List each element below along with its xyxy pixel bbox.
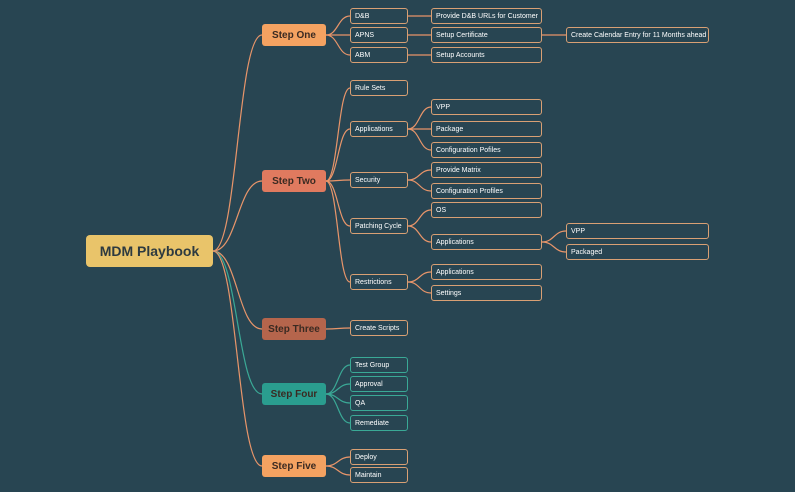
topic-applications[interactable]: Applications bbox=[350, 121, 408, 137]
connector-papps-ppkg bbox=[541, 241, 567, 253]
step-five-node[interactable]: Step Five bbox=[262, 455, 326, 477]
connector-apps-vpp bbox=[407, 106, 432, 130]
connector-root-step-two bbox=[212, 180, 263, 252]
connector-patch-os bbox=[407, 209, 432, 227]
topic-restrictions[interactable]: Restrictions bbox=[350, 274, 408, 290]
connector-s1-rules bbox=[325, 87, 351, 182]
topic-os[interactable]: OS bbox=[431, 202, 542, 218]
connector-root-step-five bbox=[212, 250, 263, 467]
topic-setup-certificate[interactable]: Setup Certificate bbox=[431, 27, 542, 43]
topic-dnb[interactable]: D&B bbox=[350, 8, 408, 24]
connector-s1-sec bbox=[325, 179, 351, 182]
topic-maintain[interactable]: Maintain bbox=[350, 467, 408, 483]
step-one-node[interactable]: Step One bbox=[262, 24, 326, 46]
topic-apns[interactable]: APNS bbox=[350, 27, 408, 43]
topic-remediate[interactable]: Remediate bbox=[350, 415, 408, 431]
topic-qa[interactable]: QA bbox=[350, 395, 408, 411]
connector-s0-abm bbox=[325, 34, 351, 56]
topic-setup-accounts[interactable]: Setup Accounts bbox=[431, 47, 542, 63]
topic-patching-packaged[interactable]: Packaged bbox=[566, 244, 709, 260]
topic-patching-cycle[interactable]: Patching Cycle bbox=[350, 218, 408, 234]
connector-s4-maint bbox=[325, 465, 351, 476]
connector-s1-restr bbox=[325, 180, 351, 283]
connector-s2-scripts bbox=[325, 327, 351, 330]
topic-test-group[interactable]: Test Group bbox=[350, 357, 408, 373]
connector-restr-rset bbox=[407, 281, 432, 294]
topic-package[interactable]: Package bbox=[431, 121, 542, 137]
topic-rule-sets[interactable]: Rule Sets bbox=[350, 80, 408, 96]
topic-configuration-profiles[interactable]: Configuration Profiles bbox=[431, 183, 542, 199]
connector-sec-cfgprof bbox=[407, 179, 432, 192]
topic-security[interactable]: Security bbox=[350, 172, 408, 188]
topic-create-calendar-entry[interactable]: Create Calendar Entry for 11 Months ahea… bbox=[566, 27, 709, 43]
topic-provide-dnb-urls[interactable]: Provide D&B URLs for Customer bbox=[431, 8, 542, 24]
connector-s1-apps bbox=[325, 128, 351, 182]
topic-restrictions-settings[interactable]: Settings bbox=[431, 285, 542, 301]
connector-root-step-three bbox=[212, 250, 263, 330]
topic-deploy[interactable]: Deploy bbox=[350, 449, 408, 465]
root-node-mdm-playbook[interactable]: MDM Playbook bbox=[86, 235, 213, 267]
step-two-node[interactable]: Step Two bbox=[262, 170, 326, 192]
connector-s3-rem bbox=[325, 393, 351, 424]
connector-s1-patch bbox=[325, 180, 351, 227]
connector-root-step-four bbox=[212, 250, 263, 395]
topic-vpp[interactable]: VPP bbox=[431, 99, 542, 115]
topic-patching-applications[interactable]: Applications bbox=[431, 234, 542, 250]
connector-patch-papps bbox=[407, 225, 432, 243]
connector-apps-cfgp bbox=[407, 128, 432, 151]
topic-create-scripts[interactable]: Create Scripts bbox=[350, 320, 408, 336]
connector-root-step-one bbox=[212, 34, 263, 252]
topic-abm[interactable]: ABM bbox=[350, 47, 408, 63]
topic-provide-matrix[interactable]: Provide Matrix bbox=[431, 162, 542, 178]
topic-restrictions-applications[interactable]: Applications bbox=[431, 264, 542, 280]
topic-approval[interactable]: Approval bbox=[350, 376, 408, 392]
topic-patching-vpp[interactable]: VPP bbox=[566, 223, 709, 239]
step-three-node[interactable]: Step Three bbox=[262, 318, 326, 340]
step-four-node[interactable]: Step Four bbox=[262, 383, 326, 405]
topic-configuration-pofiles[interactable]: Configuration Pofiles bbox=[431, 142, 542, 158]
